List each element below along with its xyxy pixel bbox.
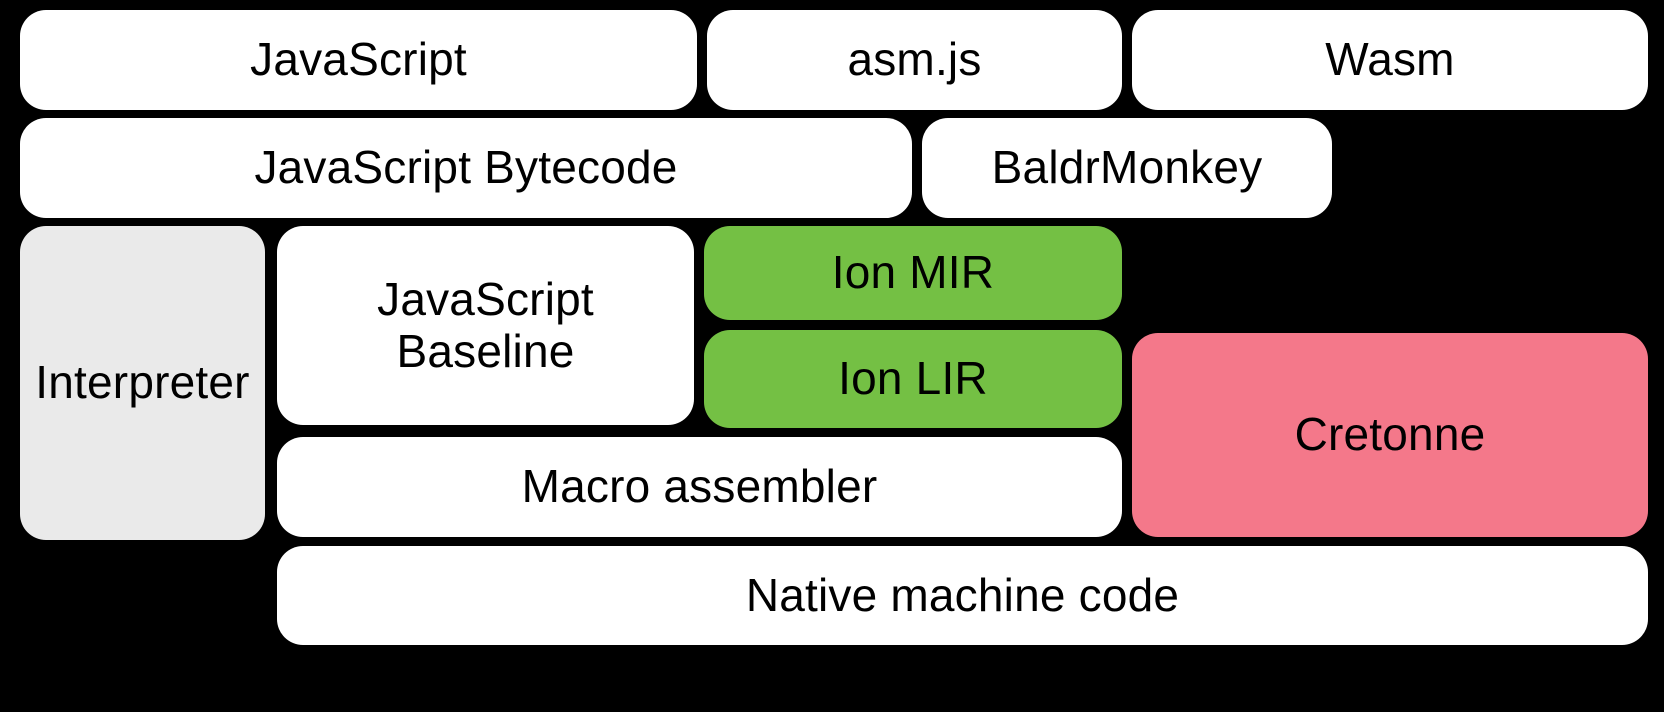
node-cretonne: Cretonne bbox=[1132, 333, 1648, 537]
node-baldrmonkey: BaldrMonkey bbox=[922, 118, 1332, 218]
node-asm-js: asm.js bbox=[707, 10, 1122, 110]
node-macro-assembler: Macro assembler bbox=[277, 437, 1122, 537]
node-ion-mir: Ion MIR bbox=[704, 226, 1122, 320]
node-ion-lir: Ion LIR bbox=[704, 330, 1122, 428]
node-native-machine-code: Native machine code bbox=[277, 546, 1648, 645]
node-interpreter: Interpreter bbox=[20, 226, 265, 540]
node-javascript: JavaScript bbox=[20, 10, 697, 110]
node-javascript-baseline: JavaScript Baseline bbox=[277, 226, 694, 425]
node-javascript-bytecode: JavaScript Bytecode bbox=[20, 118, 912, 218]
node-wasm: Wasm bbox=[1132, 10, 1648, 110]
